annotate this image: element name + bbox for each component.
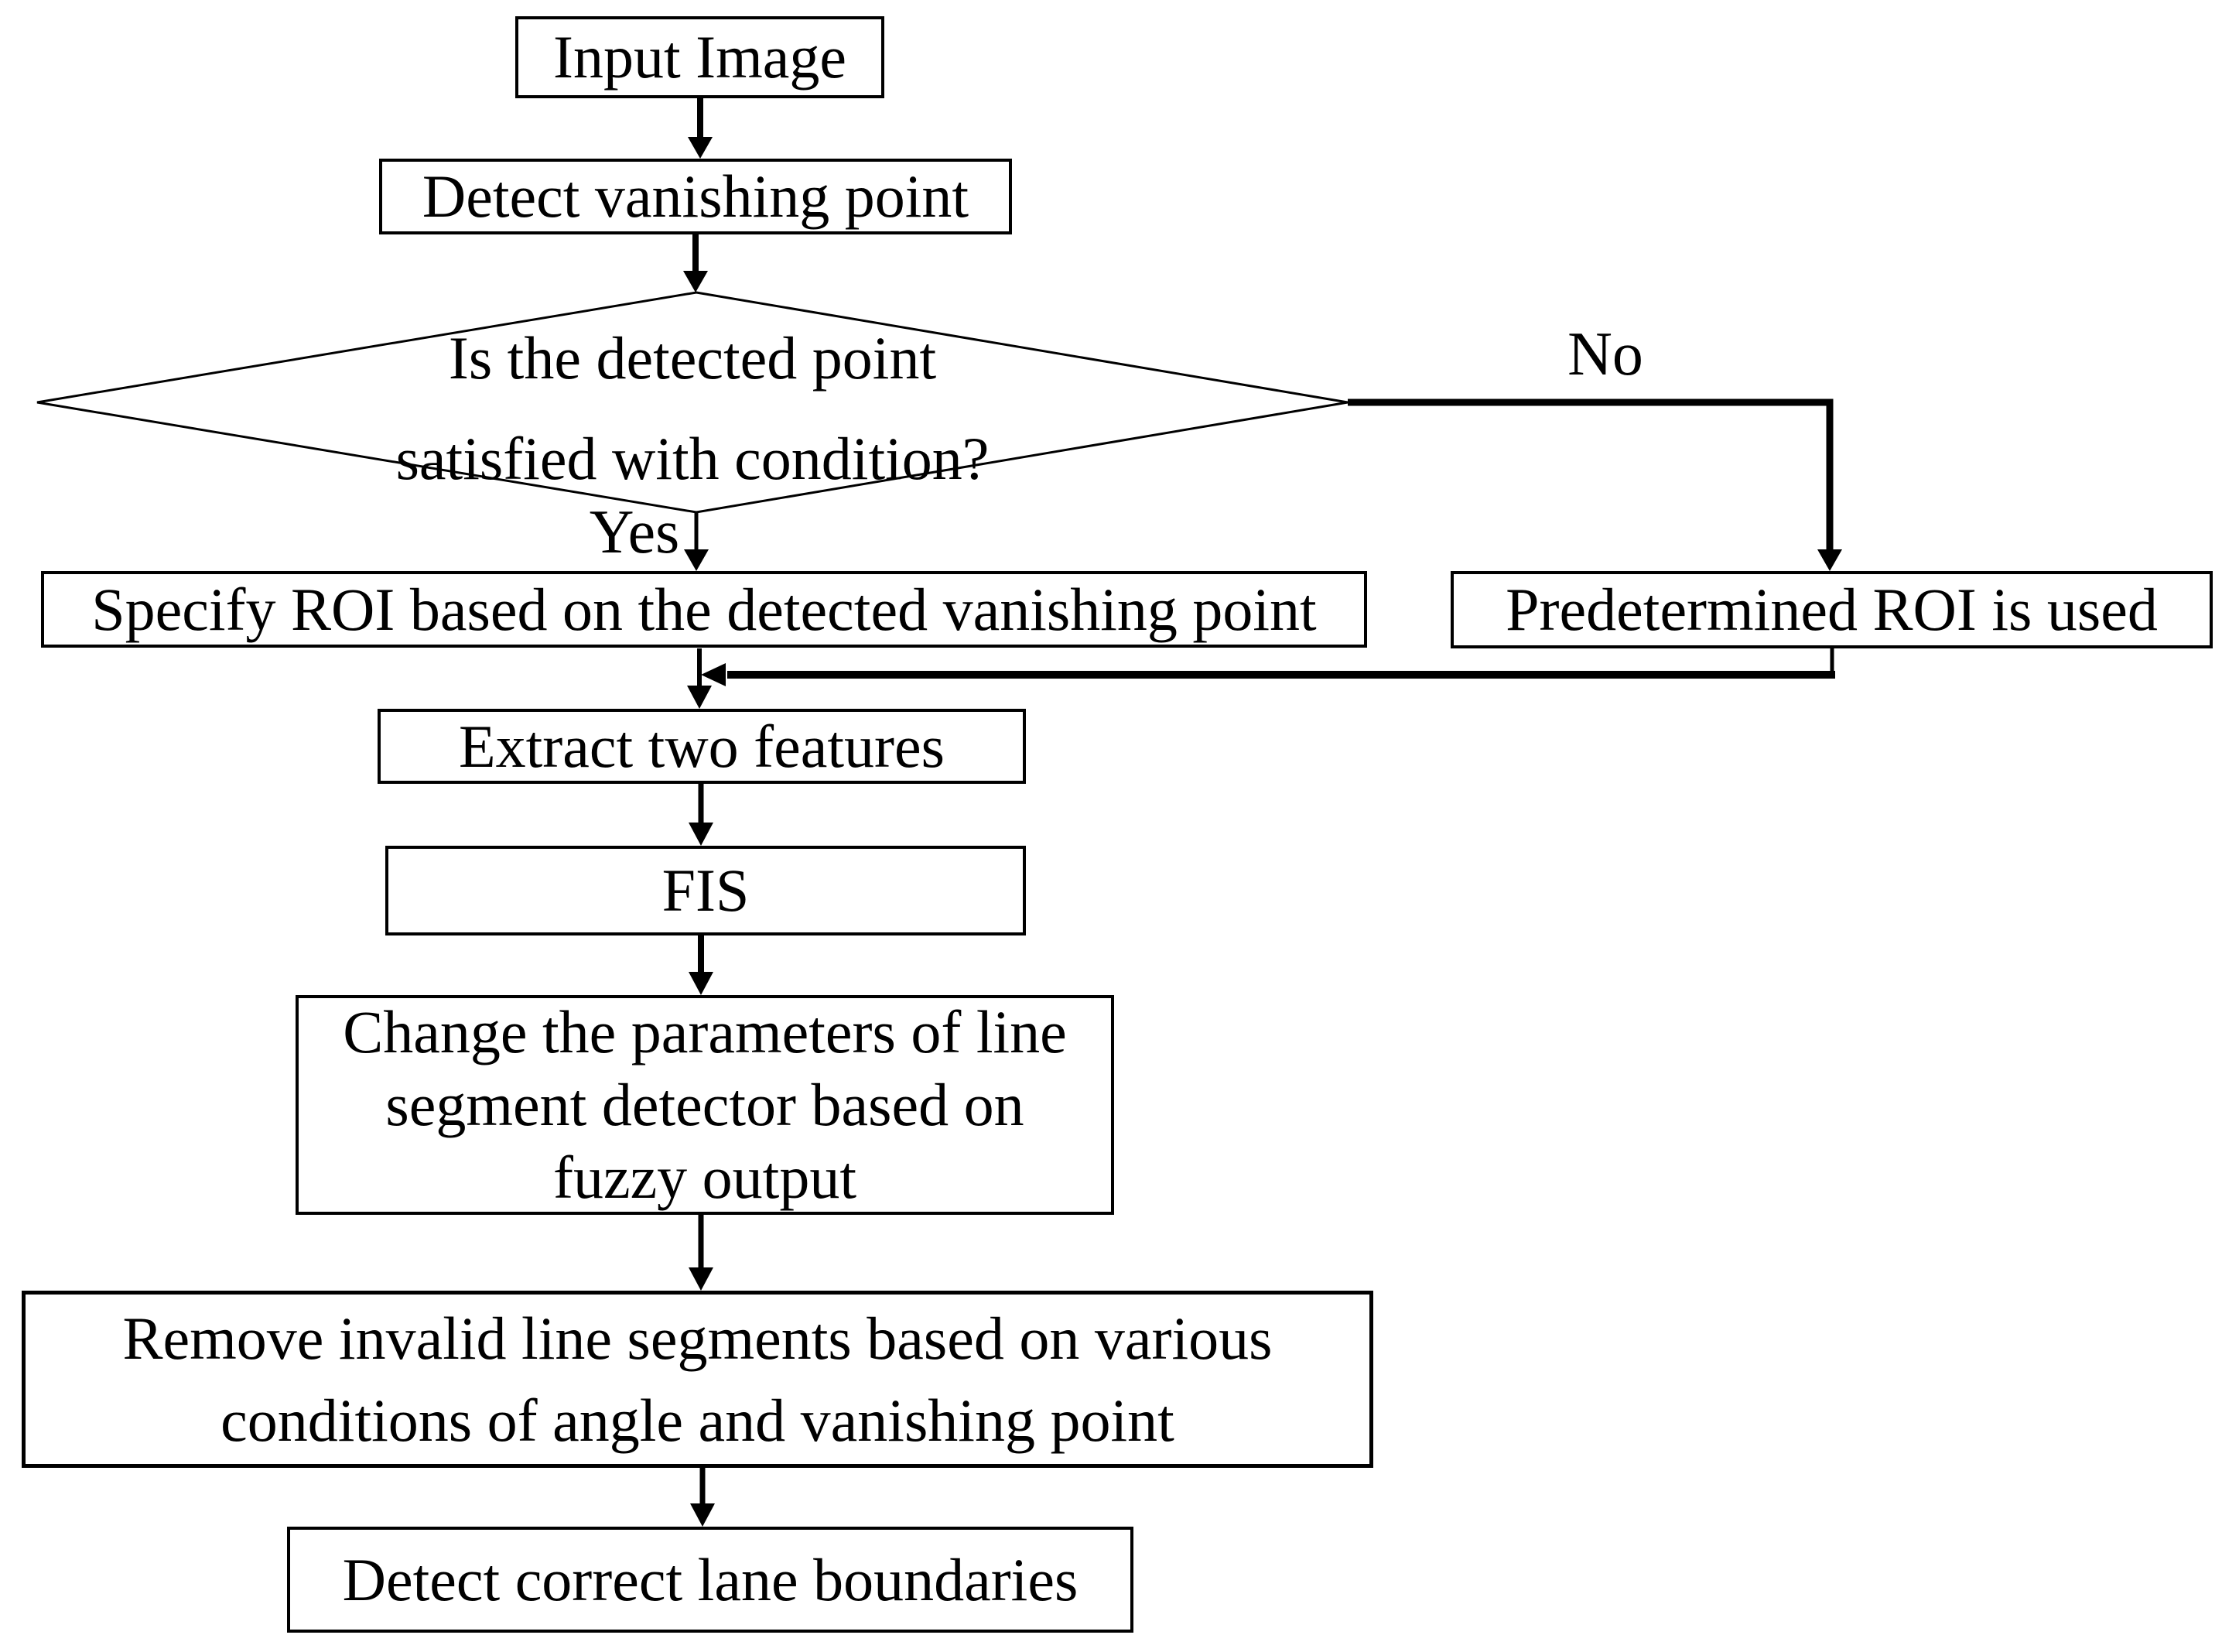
- remove-invalid-line-1: Remove invalid line segments based on va…: [122, 1304, 1273, 1372]
- edge-input-to-detect-vp: [688, 98, 713, 159]
- node-change-parameters: Change the parameters of line segment de…: [296, 995, 1114, 1215]
- node-fis-label: FIS: [661, 857, 750, 925]
- edge-remove-to-detect-lane: [690, 1468, 715, 1527]
- edge-decision-no-to-predetermined: [1348, 398, 1842, 571]
- decision-diamond-text: Is the detected point satisfied with con…: [228, 308, 1157, 509]
- remove-invalid-line-2: conditions of angle and vanishing point: [220, 1386, 1174, 1454]
- node-remove-invalid-segments-label: Remove invalid line segments based on va…: [122, 1298, 1272, 1462]
- node-input-image-label: Input Image: [552, 23, 847, 91]
- edge-decision-yes-to-specify: [684, 512, 709, 571]
- change-parameters-line-2: segment detector based on: [385, 1071, 1024, 1138]
- node-detect-vanishing-point: Detect vanishing point: [379, 159, 1012, 234]
- edge-extract-to-fis: [689, 784, 713, 846]
- node-predetermined-roi-label: Predetermined ROI is used: [1506, 576, 2158, 644]
- change-parameters-line-3: fuzzy output: [552, 1144, 857, 1211]
- node-predetermined-roi: Predetermined ROI is used: [1451, 571, 2213, 648]
- node-input-image: Input Image: [515, 16, 884, 98]
- edge-specify-to-extract: [687, 648, 712, 709]
- edge-change-to-remove: [689, 1215, 713, 1291]
- decision-line-2: satisfied with condition?: [395, 425, 990, 492]
- node-detect-lane-boundaries-label: Detect correct lane boundaries: [342, 1545, 1079, 1613]
- node-extract-two-features: Extract two features: [378, 709, 1026, 784]
- node-remove-invalid-segments: Remove invalid line segments based on va…: [22, 1291, 1373, 1468]
- node-change-parameters-label: Change the parameters of line segment de…: [343, 996, 1067, 1214]
- branch-label-no: No: [1567, 320, 1643, 388]
- node-specify-roi: Specify ROI based on the detected vanish…: [41, 571, 1367, 648]
- edge-fis-to-change: [689, 935, 713, 995]
- edge-predetermined-to-merge: [701, 648, 1835, 686]
- decision-line-1: Is the detected point: [448, 324, 937, 392]
- node-fis: FIS: [385, 846, 1026, 935]
- branch-label-yes: Yes: [589, 498, 680, 566]
- node-detect-lane-boundaries: Detect correct lane boundaries: [287, 1527, 1133, 1633]
- edge-detect-vp-to-decision: [683, 234, 708, 292]
- node-specify-roi-label: Specify ROI based on the detected vanish…: [91, 575, 1317, 643]
- node-extract-two-features-label: Extract two features: [458, 712, 945, 780]
- node-detect-vanishing-point-label: Detect vanishing point: [422, 162, 969, 231]
- change-parameters-line-1: Change the parameters of line: [343, 998, 1067, 1065]
